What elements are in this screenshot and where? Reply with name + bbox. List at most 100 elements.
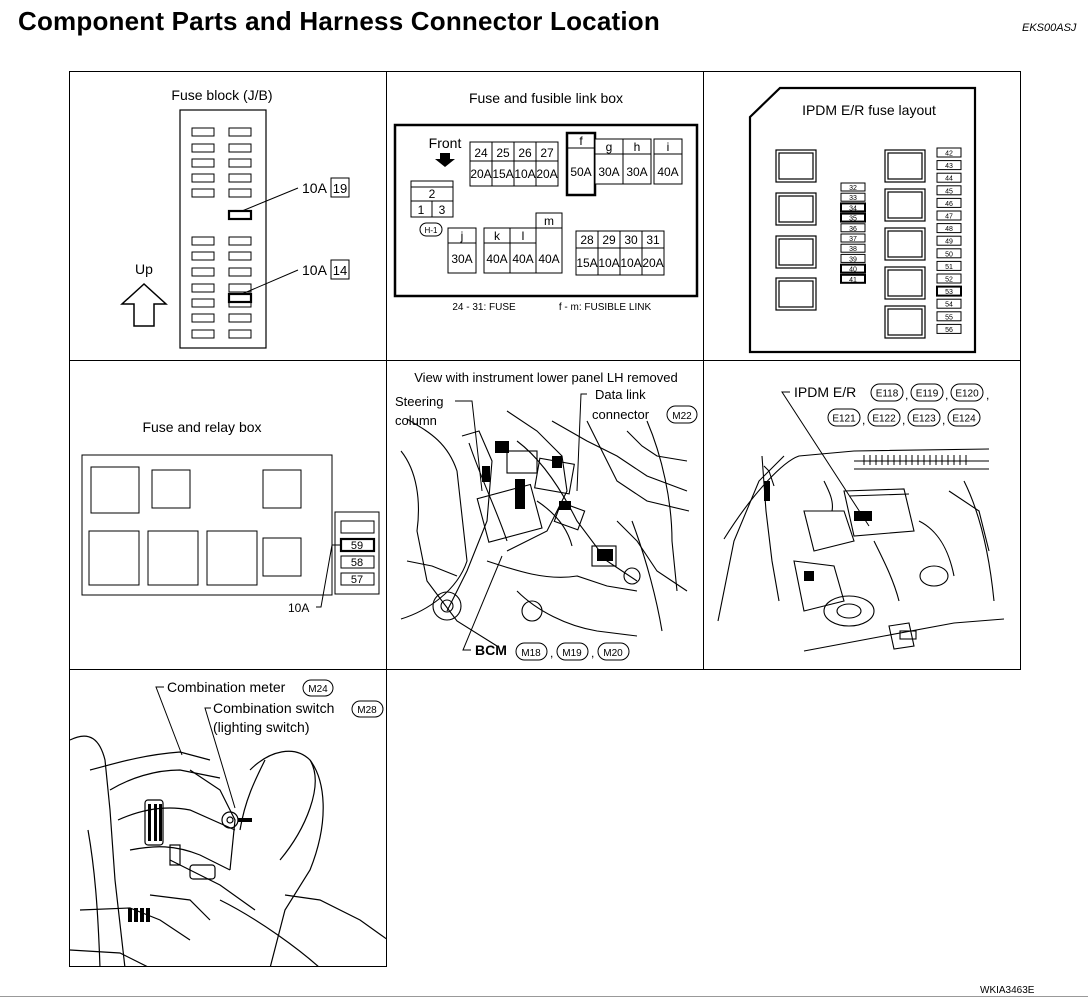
relay-3-label: 3 <box>439 203 446 217</box>
svg-text:,: , <box>550 646 553 660</box>
ipdm-fuse-55-label: 55 <box>945 314 953 321</box>
up-label: Up <box>135 261 153 277</box>
panel-ipdm-engine: IPDM E/R E118,E119,E120, E121,E122,E123,… <box>703 360 1021 670</box>
engine-bay-dark-parts <box>764 481 872 581</box>
panel-fusible-link-box: Fuse and fusible link box Front 24 25 26… <box>386 71 704 361</box>
fuse-14-box <box>330 259 350 280</box>
ipdm-fuse-46 <box>936 197 962 208</box>
column-label: column <box>395 413 437 428</box>
meter-m24-badge <box>302 679 334 697</box>
link-k-amp: 40A <box>486 252 507 266</box>
ipdm-fuse-53 <box>936 285 962 297</box>
fuse-slot <box>191 143 215 153</box>
ipdm-fuse-40-label: 40 <box>849 267 857 274</box>
ipdm-fuse-33-label: 33 <box>849 195 857 202</box>
link-i <box>653 138 683 185</box>
link-f-amp: 50A <box>570 165 591 179</box>
ipdm-code-E122-badge <box>867 408 901 427</box>
ipdm-code-E121: E121 <box>832 414 856 425</box>
steering-leader <box>455 400 483 492</box>
doc-code: EKS00ASJ <box>1022 22 1077 34</box>
fuse-slot <box>191 173 215 183</box>
fuse-block-title: Fuse block (J/B) <box>171 87 272 103</box>
panel-instrument-view: View with instrument lower panel LH remo… <box>386 360 704 670</box>
bcm-m20-badge <box>597 642 630 661</box>
relay-box-title: Fuse and relay box <box>142 419 261 435</box>
fuse-slot <box>228 173 252 183</box>
front-label: Front <box>429 135 462 151</box>
ipdm-code-E121-badge <box>827 408 861 427</box>
ipdm-fuse-56-label: 56 <box>945 327 953 334</box>
dashboard-vents <box>128 804 252 922</box>
h1-label: H-1 <box>425 226 438 235</box>
svg-text:,: , <box>942 413 945 427</box>
link-h-amp: 30A <box>626 165 647 179</box>
fuse-block-diagram: Fuse block (J/B) 10A 19 10A 14 Up <box>120 87 350 349</box>
fuse-slot <box>228 329 252 339</box>
ipdm-fuse-38 <box>840 243 866 253</box>
fuse-14-leader <box>241 269 299 295</box>
legend-fusible-link: f - m: FUSIBLE LINK <box>559 302 652 313</box>
fuse-slot <box>191 313 215 323</box>
relay-box-diagram: Fuse and relay box 59 58 57 10A <box>81 419 380 615</box>
fuse-14-highlight <box>227 292 253 304</box>
ipdm-left-relays <box>775 149 817 311</box>
ipdm-code-row-1: E118,E119,E120, <box>870 383 989 402</box>
fuse-19-highlight <box>227 209 253 221</box>
fuse-19-leader <box>241 187 299 212</box>
ipdm-code-E118-badge <box>870 383 904 402</box>
ipdm-code-E119-badge <box>910 383 944 402</box>
link-l-letter: l <box>522 229 525 243</box>
fuse-slot <box>191 251 215 261</box>
front-arrow-icon <box>435 153 455 167</box>
fusible-link-diagram: Fuse and fusible link box Front 24 25 26… <box>393 90 699 313</box>
fuse-slot <box>191 267 215 277</box>
ipdm-code-E122: E122 <box>872 414 896 425</box>
switch-m28-badge <box>351 700 384 718</box>
ipdm-fuse-48-label: 48 <box>945 226 953 233</box>
link-i-letter: i <box>667 140 670 154</box>
fuse-24-amp: 20A <box>470 167 491 181</box>
ipdm-fuse-43 <box>936 160 962 171</box>
ipdm-code-E123: E123 <box>912 414 936 425</box>
link-j <box>447 227 477 274</box>
fuse-28-amp: 15A <box>576 256 597 270</box>
ipdm-code-E120: E120 <box>955 389 979 400</box>
switch-sub-label: (lighting switch) <box>213 719 309 735</box>
relay-box-relays <box>88 466 302 586</box>
panel-combination-meter: Combination meter M24 Combination switch… <box>69 669 387 967</box>
connector-m22: M22 <box>672 411 692 422</box>
fuse-slot <box>191 188 215 198</box>
fuse-slot <box>191 283 215 293</box>
ipdm-code-E124: E124 <box>952 414 976 425</box>
data-link-leader <box>576 393 587 492</box>
fuse-31-amp: 20A <box>642 256 663 270</box>
relay-fuse-57-num: 57 <box>351 574 363 586</box>
ipdm-fuse-56 <box>936 323 962 334</box>
ipdm-fuse-34-label: 34 <box>849 205 857 212</box>
legend-fuse: 24 - 31: FUSE <box>452 302 516 313</box>
relay-box-empty-slot <box>340 520 375 534</box>
ipdm-layout-diagram: IPDM E/R fuse layout 3233343536373839404… <box>748 86 977 354</box>
switch-leader <box>204 707 236 809</box>
svg-text:,: , <box>945 388 948 402</box>
ipdm-code-row-2: E121,E122,E123,E124 <box>827 408 981 427</box>
meter-leader <box>155 686 183 756</box>
bcm-m19-badge <box>556 642 589 661</box>
ipdm-fuse-50 <box>936 248 962 259</box>
fuse-27-num: 27 <box>540 146 554 160</box>
fuse-14-amp: 10A <box>302 262 328 278</box>
ipdm-code-E118: E118 <box>876 389 899 400</box>
fuse-slot <box>191 158 215 168</box>
ipdm-code-E124-badge <box>947 408 981 427</box>
ipdm-fuse-36 <box>840 223 866 233</box>
relay-fuse-59-num: 59 <box>351 540 363 552</box>
fuse-31-num: 31 <box>646 233 660 247</box>
ipdm-fuse-40 <box>840 263 866 274</box>
svg-text:,: , <box>902 413 905 427</box>
ipdm-code-E120-badge <box>950 383 984 402</box>
relay-fuse-58-num: 58 <box>351 557 363 569</box>
link-i-amp: 40A <box>657 165 678 179</box>
ipdm-fuse-47-label: 47 <box>945 214 953 221</box>
